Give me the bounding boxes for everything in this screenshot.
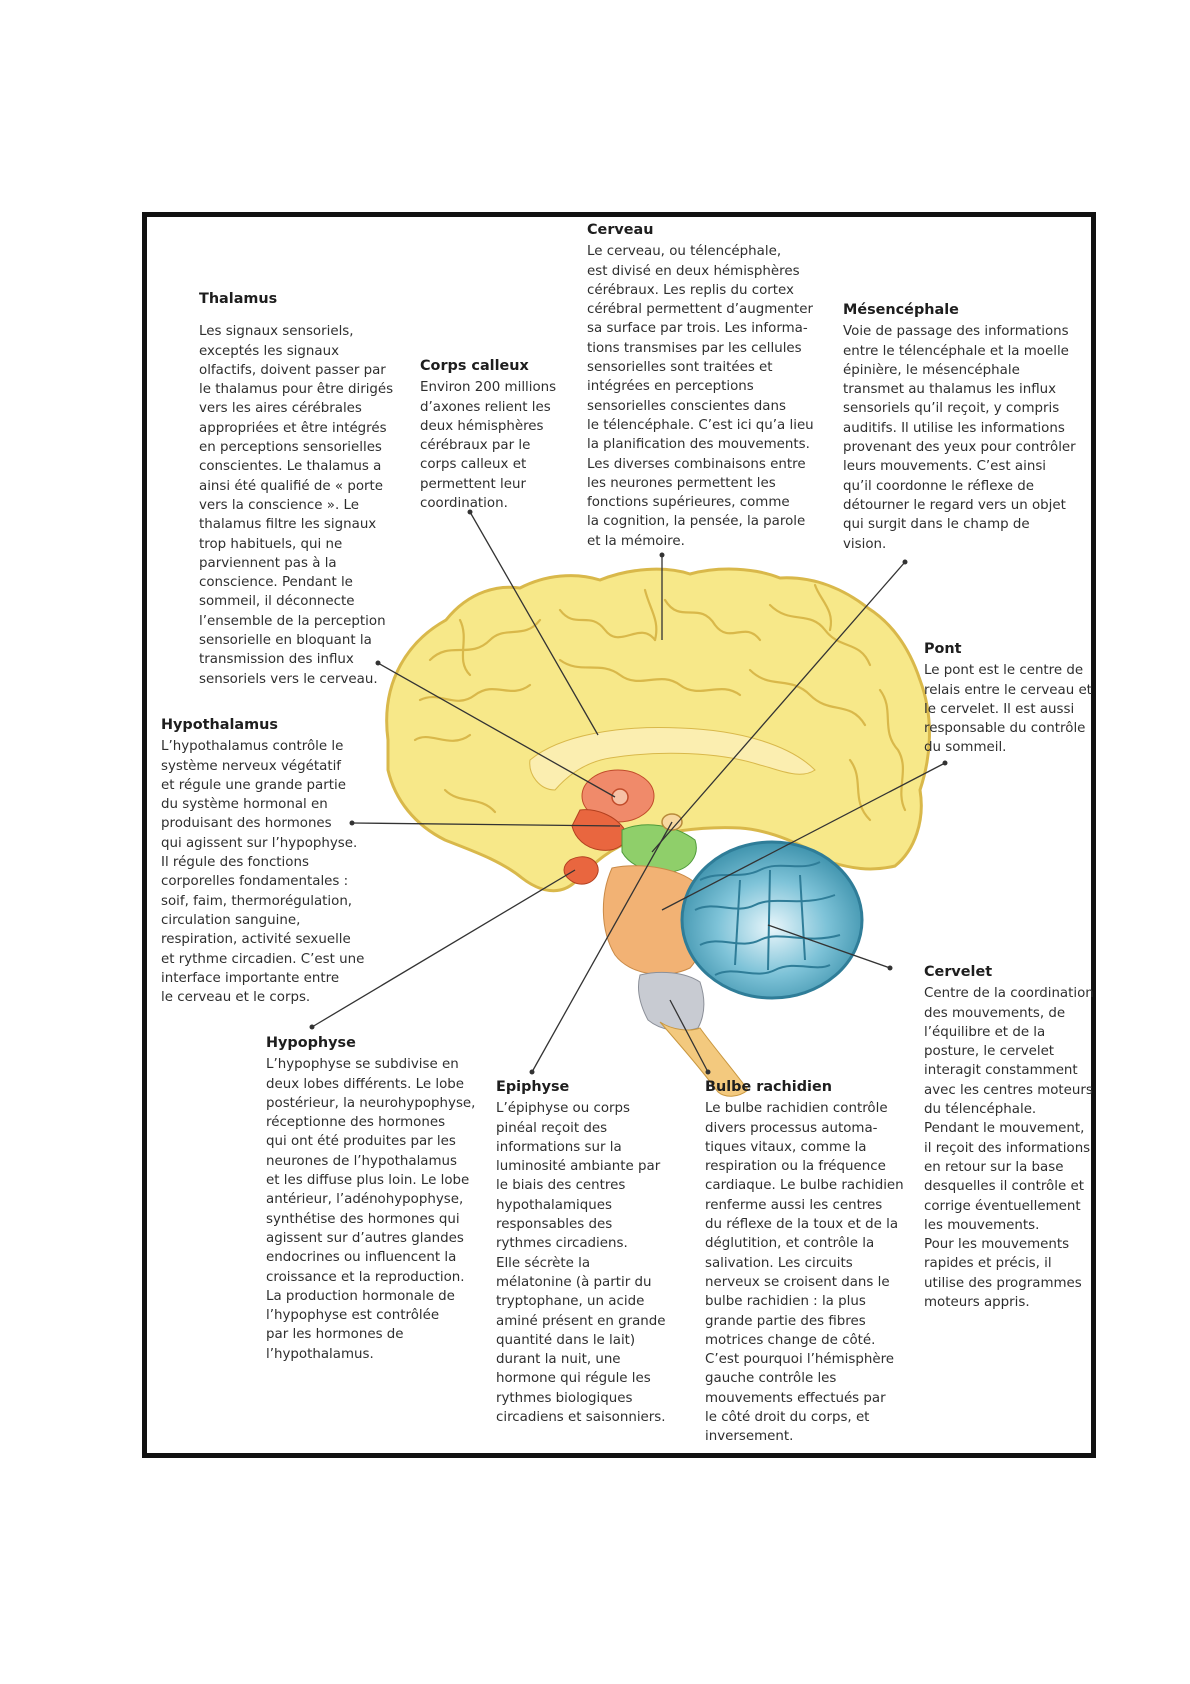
pont-title: Pont [924, 641, 962, 657]
epiphyse-title: Epiphyse [496, 1079, 570, 1095]
label-cervelet: Cervelet Centre de la coordination des m… [924, 963, 1094, 1312]
hypophyse-text: L’hypophyse se subdivise en deux lobes d… [266, 1057, 476, 1362]
label-corps-calleux: Corps calleux Environ 200 millions d’axo… [420, 357, 570, 513]
cervelet-title: Cervelet [924, 964, 993, 980]
cerebellum-folia [694, 861, 841, 976]
hypophyse-shape [563, 856, 599, 885]
label-pont: Pont Le pont est le centre de relais ent… [924, 640, 1094, 758]
bulbe-rachidien-text: Le bulbe rachidien contrôle divers proce… [705, 1101, 904, 1445]
cervelet-text: Centre de la coordination des mouvements… [924, 986, 1094, 1311]
epiphyse-text: L’épiphyse ou corps pinéal reçoit des in… [496, 1101, 666, 1426]
hypothalamus-title: Hypothalamus [161, 717, 278, 733]
thalamus-title: Thalamus [199, 291, 278, 307]
thalamus-text: Les signaux sensoriels, exceptés les sig… [199, 324, 394, 687]
label-hypothalamus: Hypothalamus L’hypothalamus contrôle le … [161, 716, 391, 1007]
pont-shape [602, 865, 707, 975]
mesencephale-title: Mésencéphale [843, 302, 959, 318]
cerveau-text: Le cerveau, ou télencéphale, est divisé … [587, 244, 814, 549]
label-epiphyse: Epiphyse L’épiphyse ou corps pinéal reço… [496, 1078, 686, 1427]
label-hypophyse: Hypophyse L’hypophyse se subdivise en de… [266, 1034, 486, 1364]
corps-calleux-text: Environ 200 millions d’axones relient le… [420, 380, 557, 512]
hypophyse-title: Hypophyse [266, 1035, 356, 1051]
pont-text: Le pont est le centre de relais entre le… [924, 663, 1092, 756]
corps-calleux-title: Corps calleux [420, 358, 529, 374]
label-mesencephale: Mésencéphale Voie de passage des informa… [843, 301, 1083, 554]
leader-lines [311, 511, 946, 1073]
bulbe-rachidien-title: Bulbe rachidien [705, 1079, 832, 1095]
cortex-folds [413, 583, 907, 822]
cervelet-shape [680, 840, 864, 1000]
label-bulbe-rachidien: Bulbe rachidien Le bulbe rachidien contr… [705, 1078, 915, 1447]
hypothalamus-text: L’hypothalamus contrôle le système nerve… [161, 739, 365, 1006]
label-thalamus: Thalamus Les signaux sensoriels, excepté… [199, 290, 429, 689]
spinal-cord-shape [659, 1021, 749, 1097]
label-cerveau: Cerveau Le cerveau, ou télencéphale, est… [587, 221, 827, 551]
mesencephale-text: Voie de passage des informations entre l… [843, 324, 1076, 552]
hypothalamus-shape [571, 809, 627, 851]
cerveau-title: Cerveau [587, 222, 654, 238]
leader-dots [309, 509, 948, 1075]
corpus-callosum-shape [529, 727, 816, 791]
